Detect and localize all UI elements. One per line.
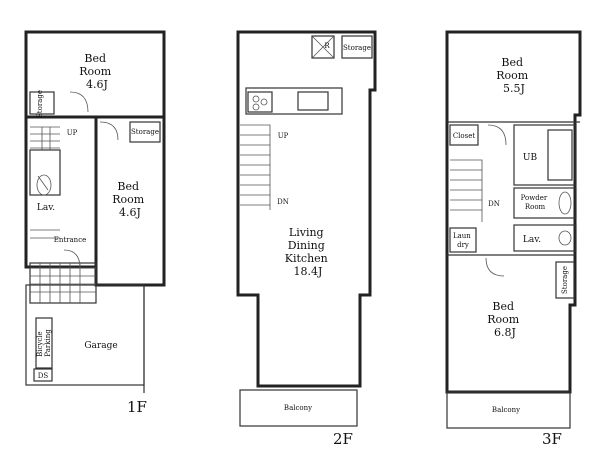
floor-1f: Bed Room 4.6J Bed Room 4.6J Storage Stor… [24,30,166,416]
1f-storage-b-label: Storage [131,128,159,136]
1f-stair-up: UP [67,129,78,137]
3f-bed2-label: Bed Room 6.8J [487,300,522,339]
2f-balcony-label: Balcony [284,404,312,412]
3f-bed1-label: Bed Room 5.5J [496,56,531,95]
floor-3f: Bed Room 5.5J Bed Room 6.8J Closet UB Po… [445,30,582,448]
1f-bed1-label: Bed Room 4.6J [79,52,114,91]
1f-bed2-label: Bed Room 4.6J [112,180,147,219]
3f-balcony-label: Balcony [492,406,520,414]
1f-lav-label: Lav. [37,203,55,213]
3f-lav-label: Lav. [523,235,541,245]
2f-storage-label: Storage [343,44,371,52]
3f-closet-label: Closet [453,132,476,140]
3f-storage-label: Storage [561,266,569,294]
3f-floor-name: 3F [542,430,562,448]
3f-stair-dn: DN [488,200,500,208]
1f-floor-name: 1F [127,398,147,416]
2f-stair-dn: DN [277,198,289,206]
2f-stair-up: UP [278,132,289,140]
1f-ds-label: DS [38,372,49,380]
3f-powder-label: Powder Room [521,194,550,211]
1f-garage-label: Garage [84,341,117,351]
2f-floor-name: 2F [333,430,353,448]
3f-ub-label: UB [523,153,538,163]
2f-ldk-label: Living Dining Kitchen 18.4J [285,226,332,278]
1f-storage-a-label: Storage [36,90,44,118]
3f-laundry-label: Laun dry [453,232,473,249]
2f-r-label: R [324,42,330,50]
floor-2f: Living Dining Kitchen 18.4J Storage R Ba… [236,30,377,448]
1f-entrance-label: Entrance [54,236,87,244]
1f-bicycle-label: Bicycle Parking [36,329,52,357]
